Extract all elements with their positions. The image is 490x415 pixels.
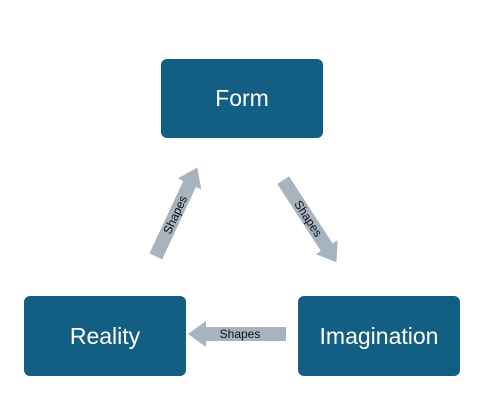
arrow-shape [149, 167, 202, 260]
arrow-reality-to-form: Shapes [144, 162, 209, 262]
arrow-label: Shapes [219, 327, 261, 341]
arrow-shape [277, 176, 338, 263]
reality-node: Reality [24, 296, 186, 376]
arrow-imagination-to-reality: Shapes [188, 321, 286, 347]
arrow-shape [188, 321, 286, 347]
arrow-label: Shapes [291, 197, 326, 240]
arrow-label: Shapes [160, 193, 191, 237]
imagination-node-label: Imagination [319, 322, 439, 349]
imagination-node: Imagination [298, 296, 460, 376]
form-node: Form [161, 59, 323, 138]
reality-node-label: Reality [69, 322, 141, 349]
form-node-label: Form [215, 85, 269, 111]
arrow-form-to-imagination: Shapes [272, 173, 347, 269]
